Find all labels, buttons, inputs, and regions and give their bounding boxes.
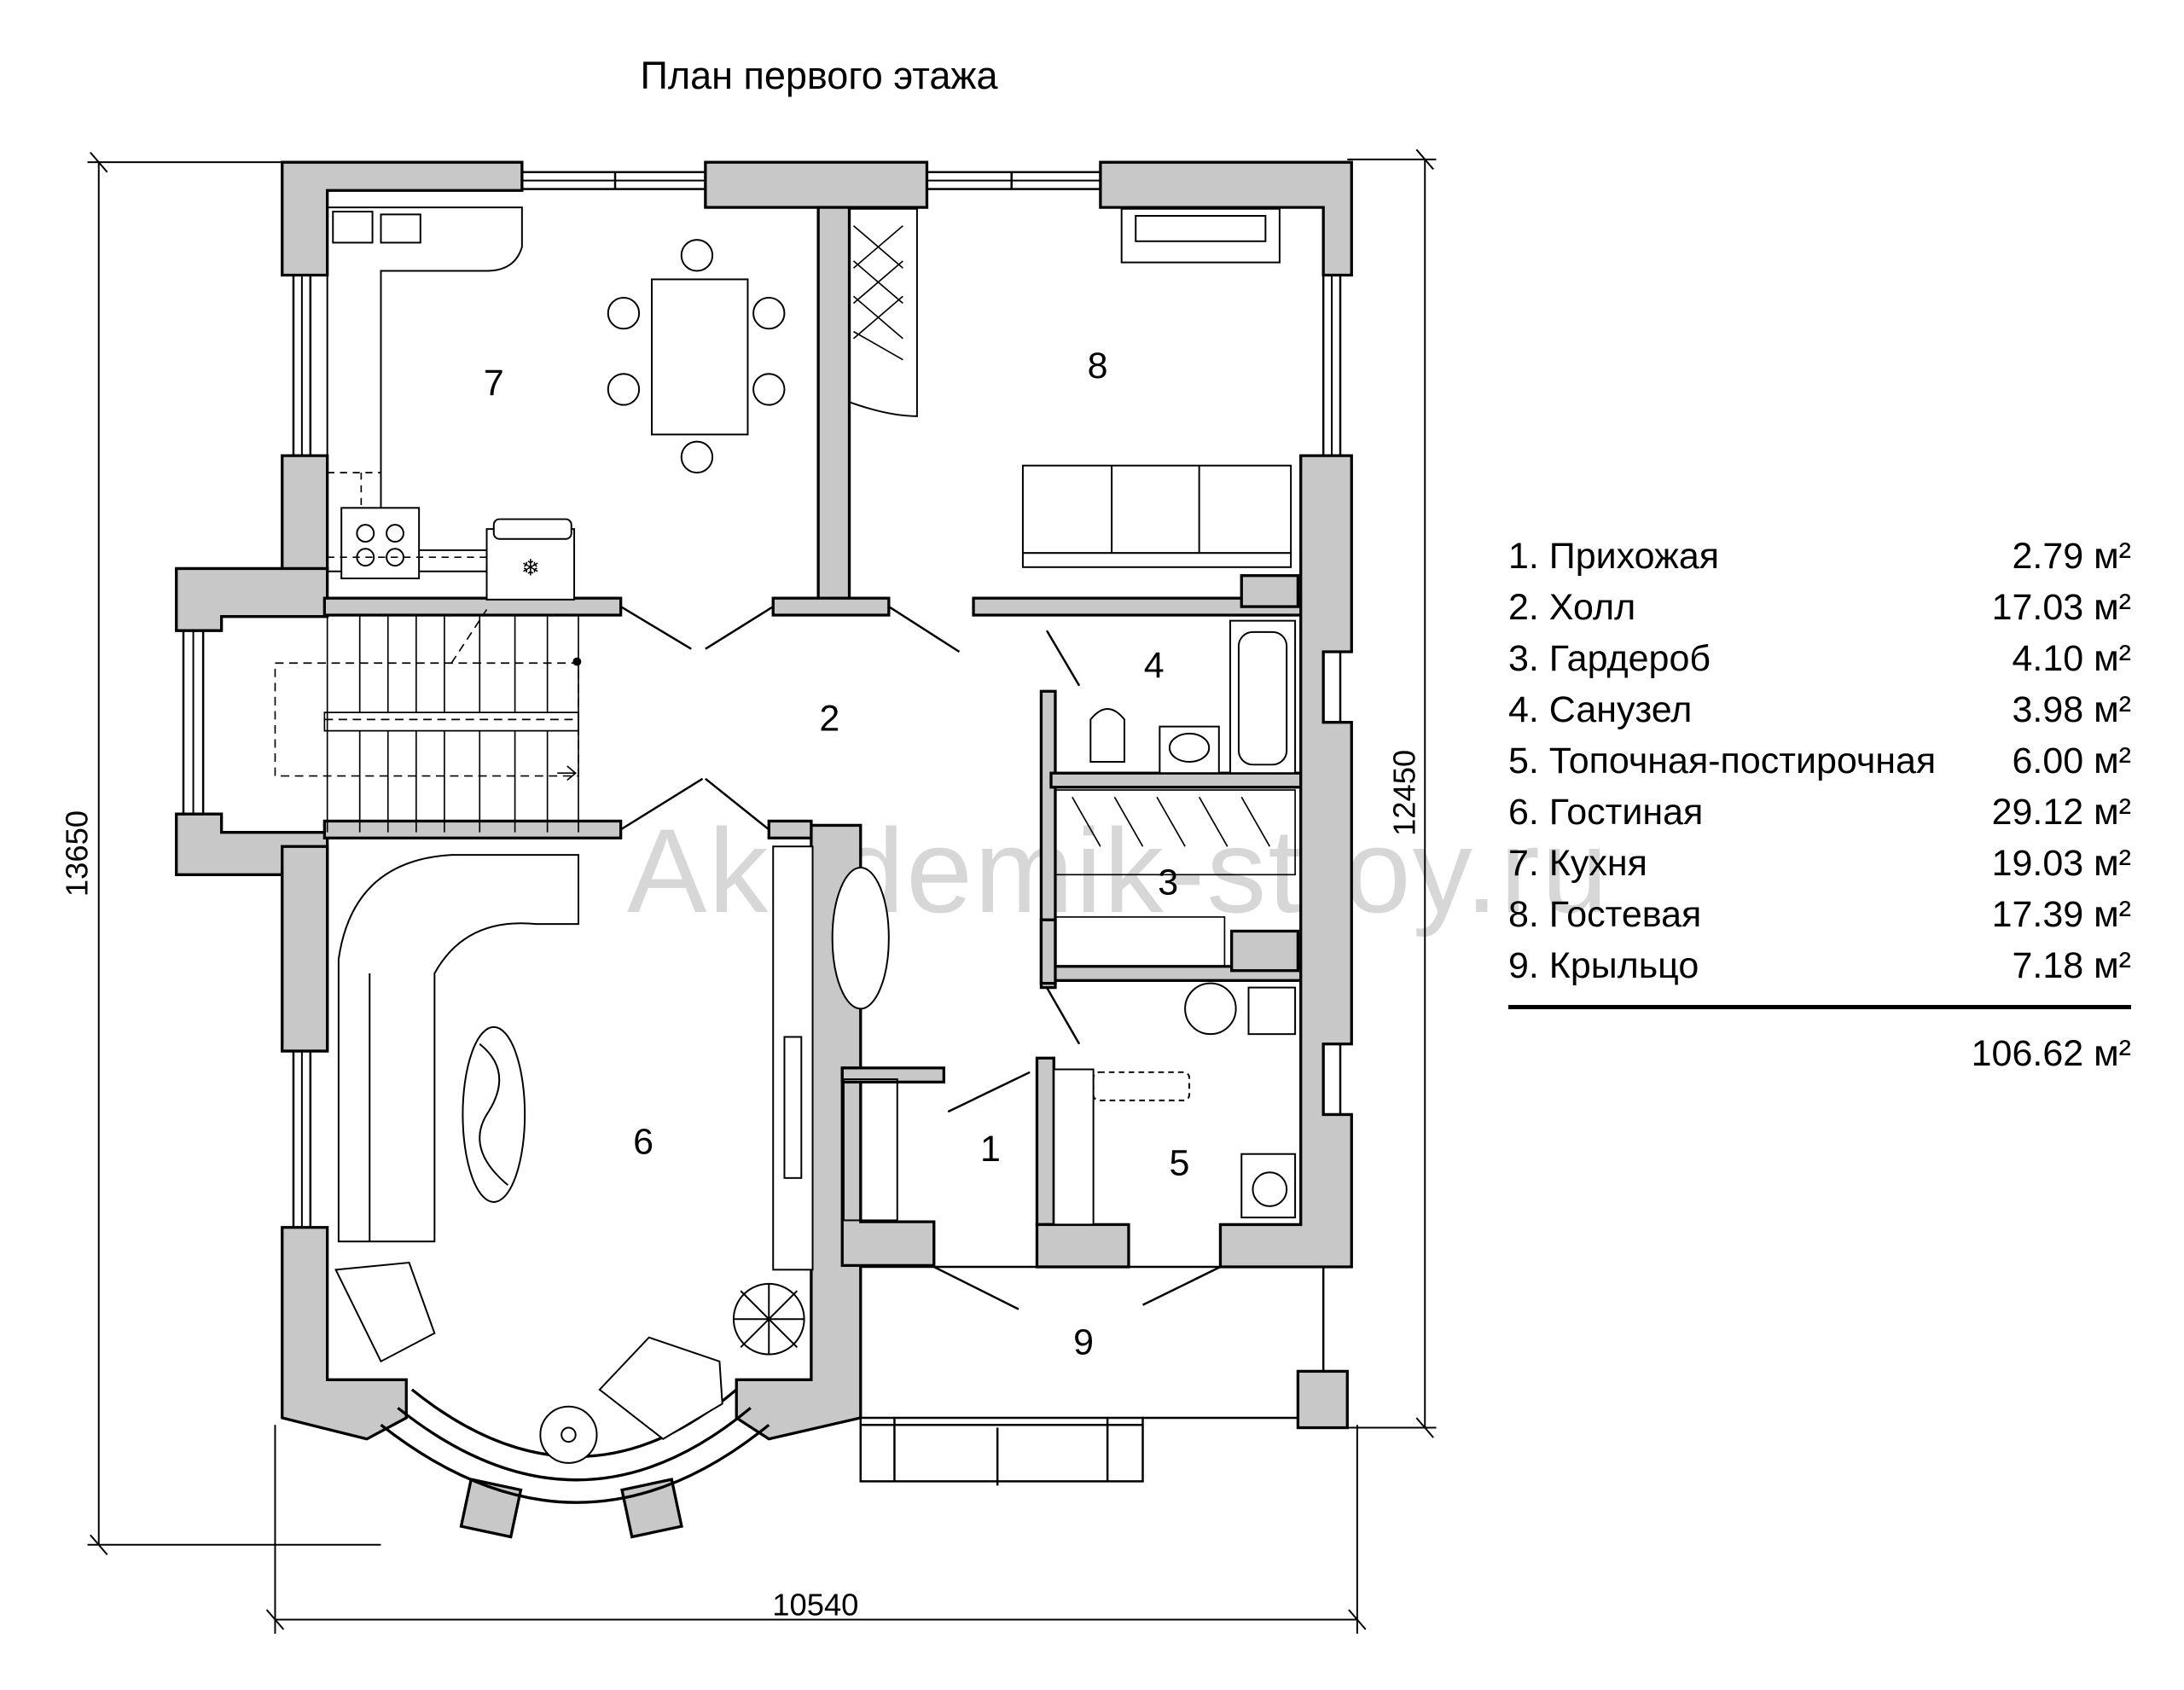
legend-room-area: 6.00 м² — [2012, 740, 2131, 781]
stair-treads — [323, 616, 579, 833]
dimension-width: 10540 — [772, 1587, 858, 1622]
legend-divider — [1508, 1005, 2131, 1009]
legend-row: 9. Крыльцо 7.18 м² — [1508, 940, 2131, 991]
door-swings — [619, 606, 1221, 1310]
legend-row: 1. Прихожая 2.79 м² — [1508, 531, 2131, 582]
staircase — [274, 608, 579, 777]
legend-row: 8. Гостевая 17.39 м² — [1508, 889, 2131, 940]
bathroom-fixtures — [1089, 619, 1297, 775]
room-label-3: 3 — [1158, 862, 1178, 903]
legend-room-name: 3. Гардероб — [1508, 638, 1711, 679]
stair-dot — [572, 657, 582, 666]
room-label-7: 7 — [484, 363, 504, 404]
legend-room-name: 7. Кухня — [1508, 843, 1647, 884]
porch — [859, 1265, 1325, 1486]
legend-room-name: 2. Холл — [1508, 587, 1636, 628]
legend-room-name: 5. Топочная-постирочная — [1508, 740, 1937, 781]
area-legend: 1. Прихожая 2.79 м² 2. Холл 17.03 м² 3. … — [1508, 531, 2131, 1079]
room-label-6: 6 — [633, 1122, 653, 1163]
legend-room-area: 4.10 м² — [2012, 638, 2131, 679]
boiler-room-fixtures — [1053, 982, 1297, 1226]
legend-row: 2. Холл 17.03 м² — [1508, 582, 2131, 633]
legend-room-name: 4. Санузел — [1508, 689, 1693, 730]
legend-room-area: 29.12 м² — [1991, 792, 2131, 833]
room-label-5: 5 — [1170, 1143, 1190, 1184]
legend-room-name: 1. Прихожая — [1508, 536, 1720, 577]
living-room-furniture — [334, 845, 898, 1464]
dimension-height-right: 12450 — [1387, 750, 1422, 836]
legend-row: 3. Гардероб 4.10 м² — [1508, 633, 2131, 684]
svg-text:❄: ❄ — [521, 555, 540, 581]
room-labels: 1 2 3 4 5 6 7 8 9 — [484, 346, 1190, 1362]
legend-room-area: 17.39 м² — [1991, 894, 2131, 935]
guest-room-furniture — [848, 207, 1292, 568]
kitchen-furniture: ❄ — [326, 206, 786, 601]
room-label-1: 1 — [980, 1129, 1001, 1170]
legend-row: 6. Гостиная 29.12 м² — [1508, 787, 2131, 838]
window-mullions — [192, 179, 1333, 1228]
legend-row: 7. Кухня 19.03 м² — [1508, 838, 2131, 889]
legend-room-area: 17.03 м² — [1991, 587, 2131, 628]
dimension-lines — [87, 148, 1437, 1634]
legend-room-area: 7.18 м² — [2012, 945, 2131, 986]
legend-row: 5. Топочная-постирочная 6.00 м² — [1508, 735, 2131, 787]
legend-room-name: 6. Гостиная — [1508, 792, 1704, 833]
room-label-2: 2 — [819, 699, 839, 740]
room-label-8: 8 — [1088, 346, 1108, 386]
wardrobe-hangers — [1054, 789, 1296, 967]
legend-room-area: 2.79 м² — [2012, 536, 2131, 577]
plan-title: План первого этажа — [640, 54, 998, 97]
room-label-9: 9 — [1073, 1322, 1094, 1363]
walls — [175, 160, 1353, 1539]
kitchen-dashed-lines — [327, 472, 487, 559]
dimension-height-left: 13650 — [60, 810, 95, 897]
legend-total: 106.62 м² — [1971, 1033, 2131, 1074]
room-label-4: 4 — [1144, 645, 1165, 686]
legend-room-area: 3.98 м² — [2012, 689, 2131, 730]
legend-room-area: 19.03 м² — [1991, 843, 2131, 884]
legend-row: 4. Санузел 3.98 м² — [1508, 684, 2131, 735]
legend-room-name: 9. Крыльцо — [1508, 945, 1699, 986]
legend-room-name: 8. Гостевая — [1508, 894, 1702, 935]
